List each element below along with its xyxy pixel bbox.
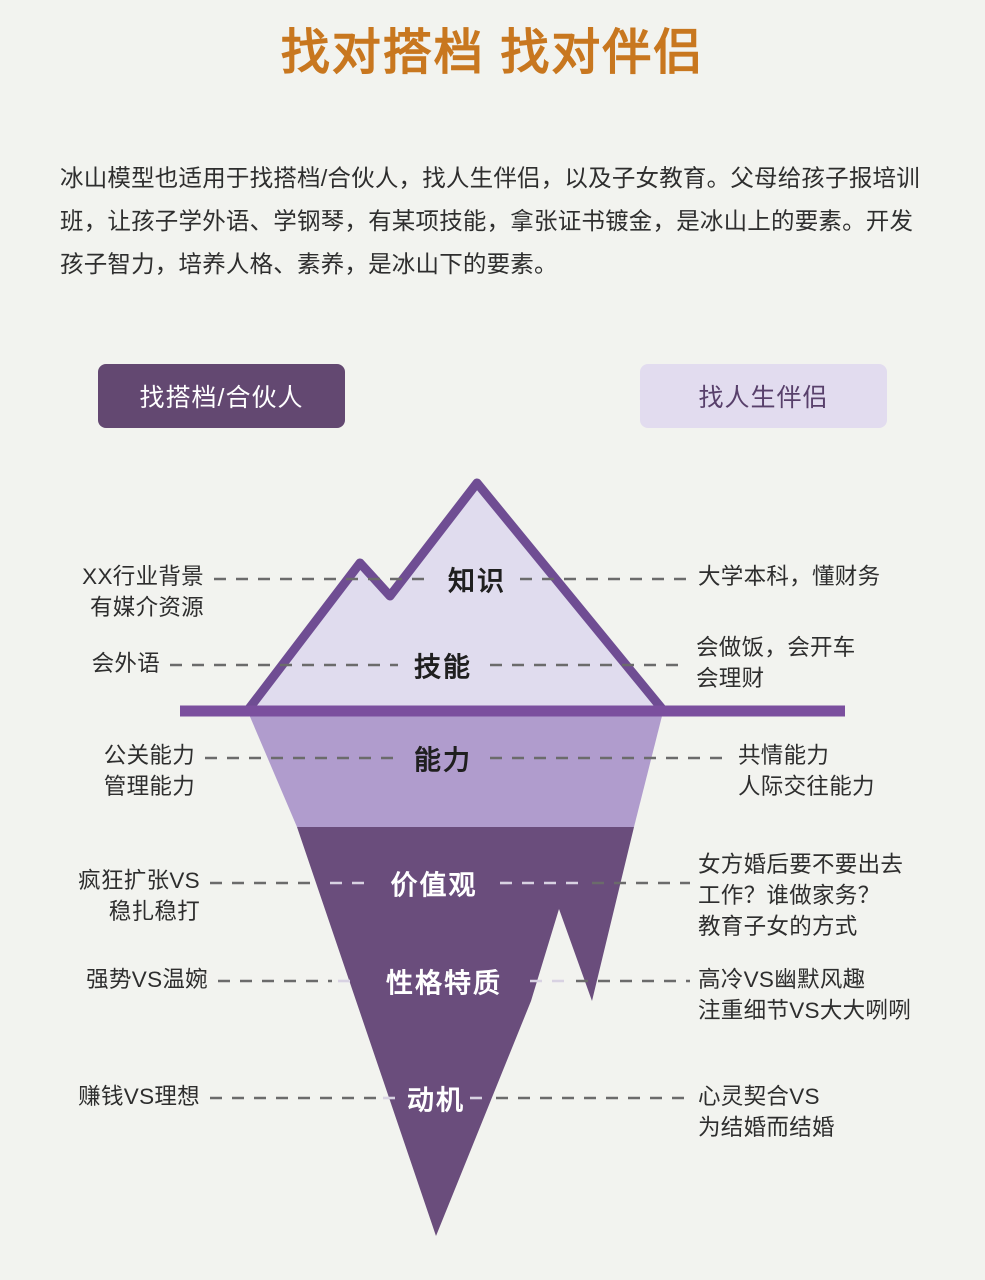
left-label-knowledge-line1: XX行业背景 [82,564,204,589]
right-label-traits-line2: 注重细节VS大大咧咧 [698,998,912,1023]
right-label-knowledge: 大学本科，懂财务 [698,561,880,592]
layer-label-knowledge: 知识 [448,566,506,597]
layer-label-values: 价值观 [390,870,478,901]
left-label-values: 疯狂扩张VS 稳扎稳打 [78,865,200,927]
right-label-traits-line1: 高冷VS幽默风趣 [698,967,866,992]
page-title: 找对搭档 找对伴侣 [280,26,705,80]
left-label-ability: 公关能力 管理能力 [104,740,195,802]
left-label-ability-line2: 管理能力 [103,774,195,799]
left-label-motivation: 赚钱VS理想 [78,1081,200,1112]
right-label-traits: 高冷VS幽默风趣 注重细节VS大大咧咧 [698,964,911,1026]
left-label-motivation-line1: 赚钱VS理想 [78,1084,200,1109]
layer-label-skills: 技能 [414,652,472,683]
layer-label-traits: 性格特质 [386,968,502,999]
left-label-traits: 强势VS温婉 [86,964,208,995]
right-label-skills-line1: 会做饭，会开车 [696,635,856,660]
left-label-skills: 会外语 [92,648,160,679]
left-label-skills-line1: 会外语 [91,651,160,676]
layer-label-motivation: 动机 [407,1085,465,1116]
intro-paragraph: 冰山模型也适用于找搭档/合伙人，找人生伴侣，以及子女教育。父母给孩子报培训班，让… [60,165,920,277]
right-label-motivation-line1: 心灵契合VS [698,1084,820,1109]
right-label-skills-line2: 会理财 [696,666,765,691]
layer-label-ability: 能力 [414,745,472,776]
right-label-ability-line2: 人际交往能力 [738,774,875,799]
right-label-ability-line1: 共情能力 [738,743,830,768]
right-label-ability: 共情能力 人际交往能力 [738,740,875,802]
left-label-knowledge: XX行业背景 有媒介资源 [82,561,204,623]
right-label-knowledge-line1: 大学本科，懂财务 [698,564,881,589]
left-label-values-line2: 稳扎稳打 [108,899,200,924]
right-label-values-line1: 女方婚后要不要出去 [698,852,904,877]
right-label-values-line3: 教育子女的方式 [698,914,858,939]
badge-find-life-partner[interactable]: 找人生伴侣 [640,364,887,428]
right-label-skills: 会做饭，会开车 会理财 [696,632,856,694]
badge-find-partner-business[interactable]: 找搭档/合伙人 [98,364,345,428]
right-label-motivation: 心灵契合VS 为结婚而结婚 [698,1081,835,1143]
right-label-values-line2: 工作？谁做家务？ [698,883,881,908]
right-label-motivation-line2: 为结婚而结婚 [698,1115,835,1140]
left-label-knowledge-line2: 有媒介资源 [89,595,204,620]
left-label-traits-line1: 强势VS温婉 [86,967,208,992]
right-label-values: 女方婚后要不要出去 工作？谁做家务？ 教育子女的方式 [698,849,903,942]
left-label-values-line1: 疯狂扩张VS [78,868,200,893]
left-label-ability-line1: 公关能力 [103,743,195,768]
